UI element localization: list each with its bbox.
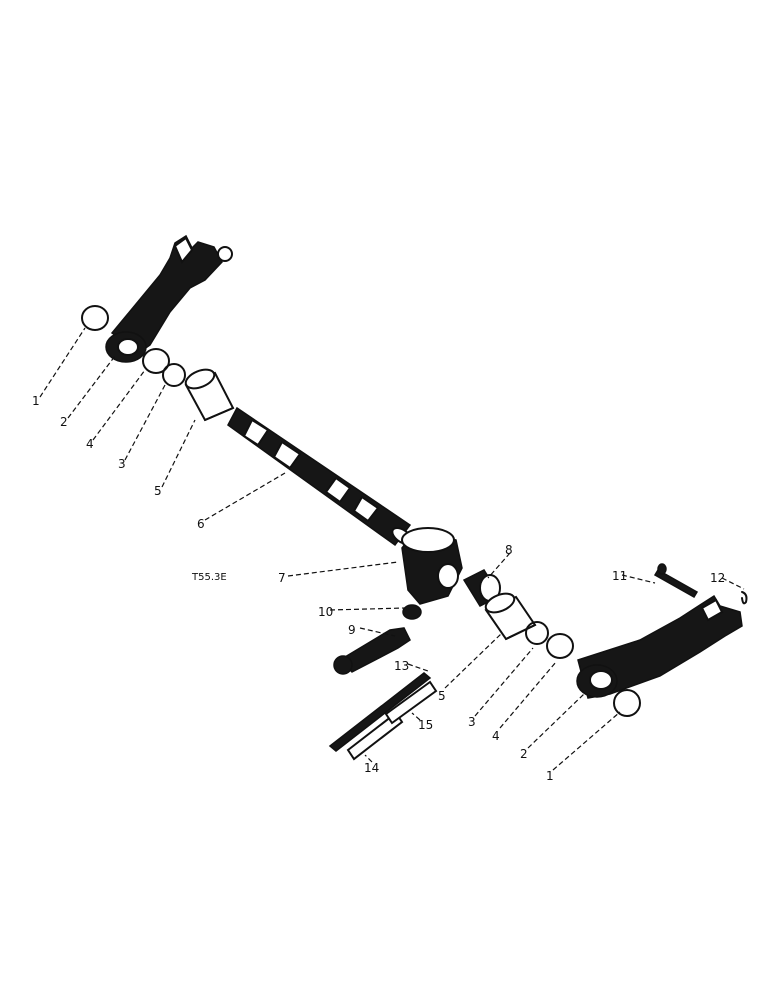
bolt <box>653 563 699 599</box>
label-13: 13 <box>394 659 409 673</box>
pin-long <box>328 672 432 752</box>
label-1-right: 1 <box>546 769 554 783</box>
label-3-right: 3 <box>468 715 476 729</box>
figure-code: T55.3E <box>191 572 227 583</box>
label-8: 8 <box>505 543 513 557</box>
label-6: 6 <box>197 517 205 531</box>
label-5-left: 5 <box>154 484 162 498</box>
label-2-left: 2 <box>60 415 68 429</box>
left-lift-arm <box>105 234 233 363</box>
label-3-left: 3 <box>118 457 126 471</box>
pin-short-b <box>384 680 438 725</box>
right-lift-arm <box>576 594 743 699</box>
left-bush <box>184 368 235 422</box>
right-bush <box>484 592 537 641</box>
link-pin <box>333 604 422 675</box>
pin-short-a <box>346 711 404 761</box>
right-circlip <box>525 621 549 645</box>
label-9: 9 <box>348 623 356 637</box>
label-11: 11 <box>612 569 627 583</box>
label-1-left: 1 <box>32 394 40 408</box>
right-washer <box>613 689 641 717</box>
left-washer <box>81 305 109 331</box>
label-12: 12 <box>710 571 725 585</box>
label-2-right: 2 <box>520 747 528 761</box>
right-seal-ring <box>546 633 574 659</box>
label-4-right: 4 <box>492 729 500 743</box>
label-10: 10 <box>318 605 333 619</box>
leader-lines <box>39 327 745 771</box>
label-7: 7 <box>278 571 286 585</box>
label-15: 15 <box>418 718 433 732</box>
split-pin <box>741 591 748 605</box>
centre-lever <box>401 527 463 605</box>
cross-shaft <box>227 406 413 547</box>
left-seal-ring <box>142 348 170 374</box>
label-4-left: 4 <box>86 437 94 451</box>
callout-labels: 1 2 4 3 5 6 7 8 10 9 13 14 15 5 3 4 2 1 … <box>32 394 725 783</box>
label-14: 14 <box>364 761 379 775</box>
left-circlip <box>162 363 186 387</box>
label-5-right: 5 <box>438 689 446 703</box>
